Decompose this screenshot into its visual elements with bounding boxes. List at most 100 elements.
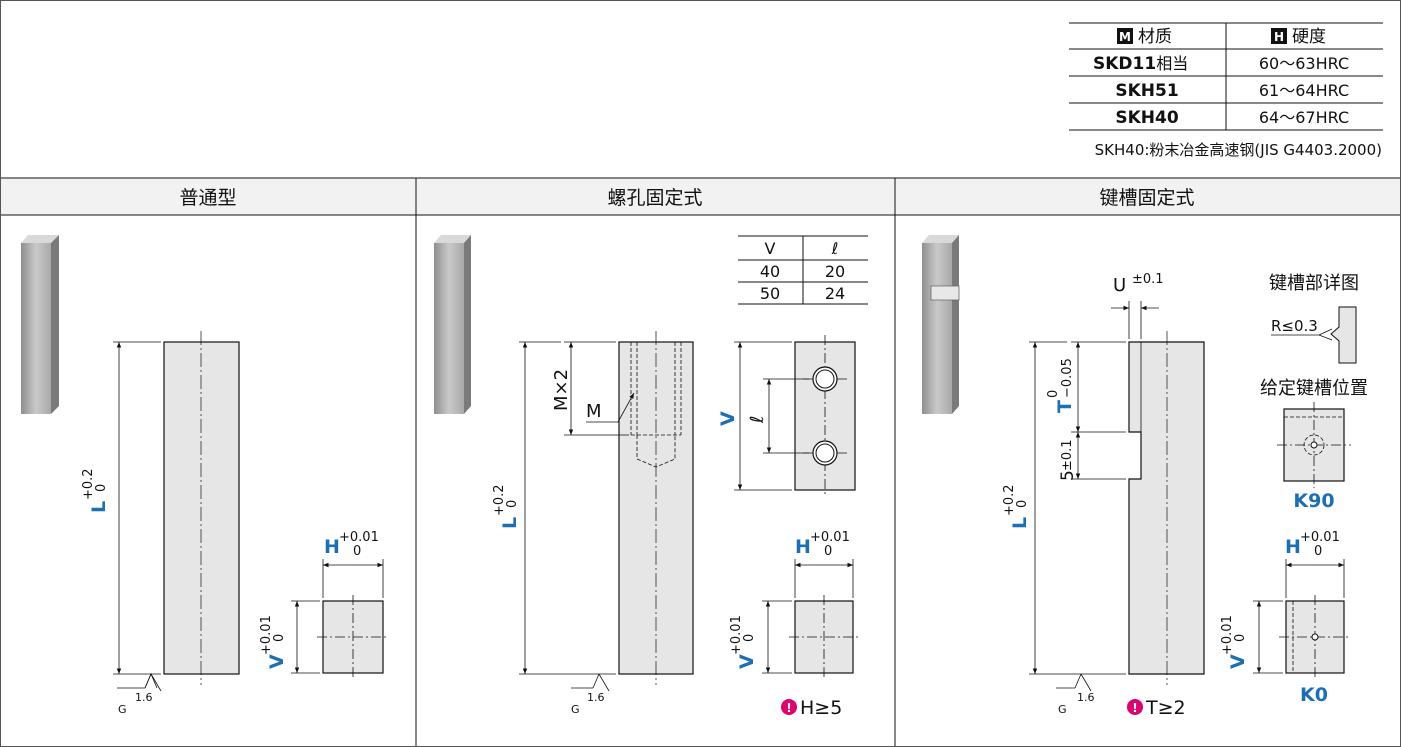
header-material: 材质 (1138, 27, 1172, 47)
svg-text:V: V (1227, 654, 1249, 669)
svg-text:U: U (1113, 275, 1126, 296)
part-front-view (163, 341, 240, 675)
svg-text:H: H (324, 536, 340, 558)
material-icon (1117, 28, 1133, 44)
keyslot-position-k90: K90 (1277, 402, 1351, 512)
svg-text:0: 0 (94, 484, 109, 492)
svg-text:+0.01: +0.01 (729, 615, 744, 655)
hardness-row-0: 60～63HRC (1259, 54, 1349, 73)
svg-text:0: 0 (742, 634, 757, 642)
svg-text:G: G (571, 703, 580, 716)
hardness-row-1: 61～64HRC (1259, 81, 1349, 100)
dim-length-standard: L +0.2 0 (81, 468, 110, 513)
dim-hole-pitch: ℓ (747, 416, 768, 424)
material-note: SKH40:粉末冶金高速钢(JIS G4403.2000) (1095, 141, 1382, 159)
material-row-1: SKH51 (1115, 81, 1178, 101)
dim-height-standard: V +0.01 0 (259, 615, 288, 669)
svg-text:ℓ: ℓ (831, 239, 839, 258)
material-icon-letter: M (1119, 30, 1131, 44)
section-title-standard: 普通型 (179, 187, 236, 209)
svg-text:+0.2: +0.2 (1002, 484, 1017, 516)
svg-text:H≥5: H≥5 (800, 697, 842, 719)
svg-text:+0.01: +0.01 (810, 530, 850, 545)
v-l-table: V ℓ 40 20 50 24 (738, 235, 868, 305)
svg-text:T≥2: T≥2 (1145, 697, 1186, 719)
svg-text:1.6: 1.6 (1077, 691, 1095, 704)
svg-text:5: 5 (1058, 470, 1078, 481)
keyslot-position-k0: H +0.01 0 V +0.01 0 K0 (1220, 530, 1351, 706)
svg-text:0: 0 (1314, 544, 1322, 559)
section-headers: 普通型 螺孔固定式 键槽固定式 (1, 177, 1400, 746)
svg-text:L: L (1009, 517, 1031, 529)
svg-text:!: ! (786, 701, 791, 715)
svg-text:+0.01: +0.01 (339, 530, 379, 545)
roughness-symbol-keyslot: 1.6 G (1056, 673, 1095, 716)
roughness-symbol-screw: 1.6 G (571, 673, 610, 716)
section-keyslot-fixed: U ±0.1 T 0 −0.05 5 ±0.1 L +0.2 0 (922, 235, 1368, 719)
svg-text:0: 0 (1046, 390, 1061, 398)
svg-text:T: T (1054, 400, 1076, 413)
note-t-condition: ! T≥2 (1127, 697, 1186, 719)
svg-text:20: 20 (825, 262, 845, 281)
svg-text:0: 0 (505, 500, 520, 508)
svg-text:G: G (1058, 703, 1067, 716)
svg-text:±0.1: ±0.1 (1060, 439, 1075, 471)
hardness-row-2: 64～67HRC (1259, 108, 1349, 127)
label-keyslot-position: 给定键槽位置 (1260, 378, 1368, 399)
label-keyslot-detail: 键槽部详图 (1269, 273, 1359, 294)
label-thread: M (586, 401, 602, 422)
svg-text:1.6: 1.6 (135, 691, 153, 704)
caution-icon (781, 699, 797, 715)
dim-width-standard: H +0.01 0 (324, 530, 379, 559)
svg-text:H: H (795, 536, 811, 558)
header-hardness: 硬度 (1292, 27, 1326, 47)
svg-text:G: G (118, 703, 127, 716)
svg-text:V: V (266, 654, 288, 669)
keyslot-detail-view: R≤0.3 (1271, 306, 1357, 364)
hardness-icon-letter: H (1274, 30, 1284, 44)
svg-text:±0.1: ±0.1 (1132, 272, 1164, 287)
dim-keyslot-height: 5 ±0.1 (1058, 439, 1078, 481)
part-front-view-keyslot (1128, 341, 1205, 675)
svg-text:+0.01: +0.01 (1300, 530, 1340, 545)
material-table: M 材质 H 硬度 SKD11相当 60～63HRC SKH51 61～64HR… (1069, 22, 1383, 159)
svg-text:L: L (499, 517, 521, 529)
part-photo-screw (434, 235, 471, 414)
material-row-2: SKH40 (1115, 108, 1178, 128)
svg-text:V: V (736, 654, 758, 669)
svg-text:0: 0 (272, 634, 287, 642)
hardness-icon (1271, 28, 1287, 44)
svg-text:L: L (88, 501, 110, 513)
svg-text:K0: K0 (1300, 684, 1328, 706)
caution-icon (1127, 699, 1143, 715)
svg-text:H: H (1285, 536, 1301, 558)
dim-keyslot-depth: T 0 −0.05 (1046, 358, 1076, 413)
section-standard: L +0.2 0 1.6 G H +0.01 0 V +0. (21, 235, 389, 716)
svg-text:−0.05: −0.05 (1060, 358, 1075, 398)
svg-text:+0.2: +0.2 (492, 484, 507, 516)
section-title-keyslot-fixed: 键槽固定式 (1099, 187, 1194, 209)
svg-text:0: 0 (1015, 500, 1030, 508)
dim-height-screw: V +0.01 0 (729, 615, 758, 669)
dim-width-screw: H +0.01 0 (795, 530, 850, 559)
dim-length-keyslot: L +0.2 0 (1002, 484, 1031, 529)
material-row-0: SKD11相当 (1093, 54, 1188, 74)
svg-text:24: 24 (825, 284, 845, 303)
svg-text:K90: K90 (1293, 490, 1334, 512)
roughness-symbol-standard: 1.6 G (117, 672, 162, 716)
note-h-condition: ! H≥5 (781, 697, 842, 719)
svg-text:0: 0 (1233, 634, 1248, 642)
svg-text:R≤0.3: R≤0.3 (1271, 317, 1318, 335)
svg-text:+0.01: +0.01 (1220, 615, 1235, 655)
svg-text:+0.01: +0.01 (259, 615, 274, 655)
section-screw-fixed: V ℓ 40 20 50 24 M×2 M L +0.2 (434, 235, 868, 719)
dim-length-screw: L +0.2 0 (492, 484, 521, 529)
dim-thread-depth: M×2 (551, 369, 572, 411)
svg-text:1.6: 1.6 (587, 691, 605, 704)
part-photo-keyslot (922, 235, 960, 414)
dim-keyslot-width: U ±0.1 (1113, 272, 1164, 296)
svg-text:V: V (765, 239, 776, 258)
section-title-screw-fixed: 螺孔固定式 (607, 187, 702, 209)
